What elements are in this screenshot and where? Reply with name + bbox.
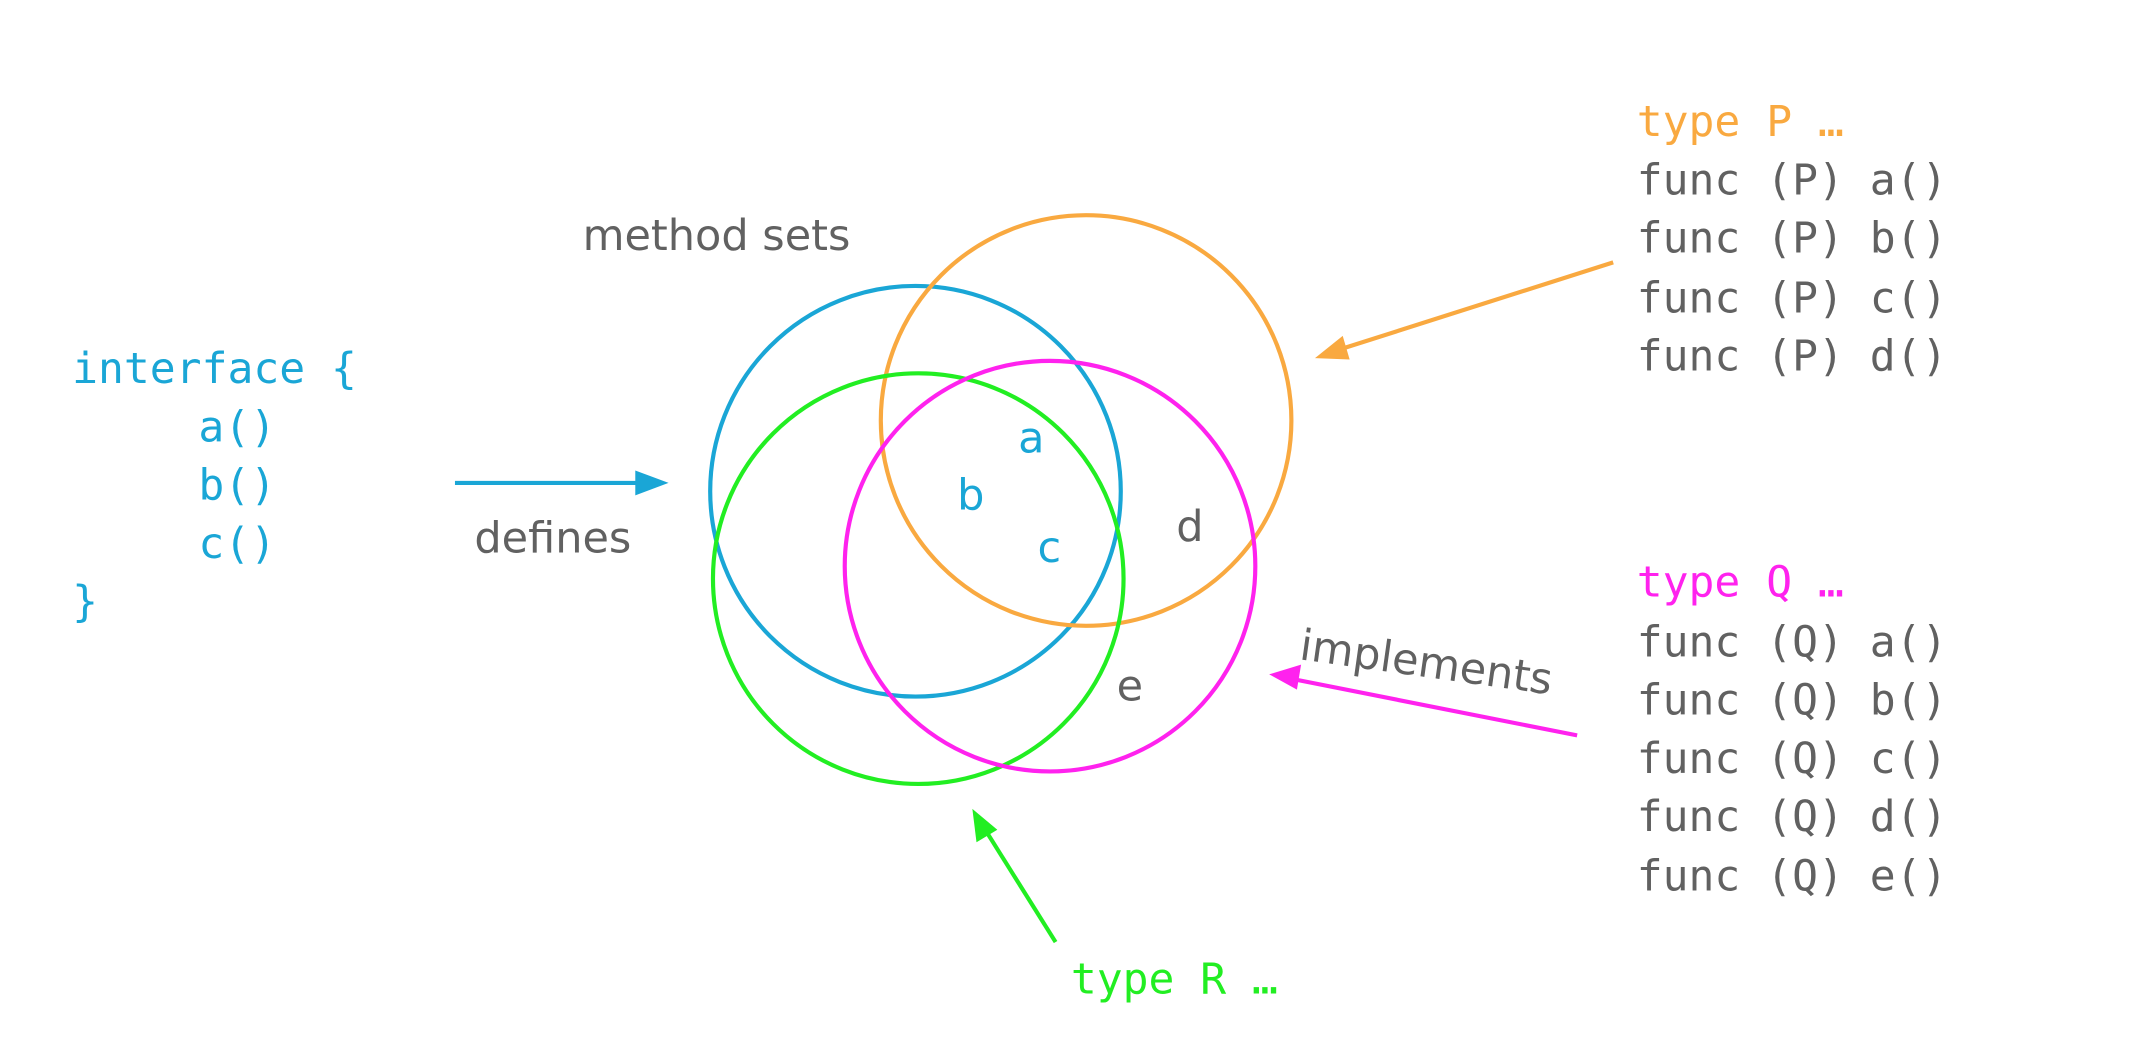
type-p-method-c: func (P) c() (1637, 273, 1948, 323)
type-p-method-a: func (P) a() (1637, 155, 1948, 205)
interface-method-a: a() (198, 402, 276, 452)
diagram-title: method sets (583, 211, 851, 261)
set-label-e: e (1117, 662, 1143, 712)
type-p-header: type P … (1637, 97, 1844, 147)
type-q-method-e: func (Q) e() (1637, 852, 1948, 902)
interface-method-b: b() (198, 461, 276, 511)
type-q-method-a: func (Q) a() (1637, 617, 1948, 667)
interface-method-set-circle (708, 283, 1123, 699)
type-r-header: type R … (1071, 954, 1278, 1004)
interface-method-c: c() (198, 519, 276, 569)
type-r-arrow (972, 808, 1058, 944)
defines-label: defines (474, 513, 631, 563)
set-label-d: d (1176, 502, 1203, 552)
set-label-a: a (1018, 413, 1044, 463)
type-q-header: type Q … (1637, 558, 1844, 608)
defines-arrow (454, 470, 669, 496)
interface-close-brace: } (72, 577, 98, 627)
type-p-block: type P … func (P) a() func (P) b() func … (1637, 97, 1948, 381)
set-label-c: c (1038, 523, 1062, 573)
type-p-method-b: func (P) b() (1637, 214, 1948, 264)
set-label-b: b (957, 470, 984, 520)
type-q-method-b: func (Q) b() (1637, 676, 1948, 726)
type-r-method-set-circle (710, 371, 1126, 787)
type-p-method-d: func (P) d() (1637, 332, 1948, 382)
type-q-method-set-circle (842, 358, 1258, 774)
type-p-arrow (1314, 260, 1614, 360)
type-q-method-d: func (Q) d() (1637, 792, 1948, 842)
type-q-block: type Q … func (Q) a() func (Q) b() func … (1637, 558, 1948, 902)
interface-block: interface { a() b() c() } (72, 344, 357, 627)
interface-open-line: interface { (72, 344, 357, 394)
type-q-arrow (1269, 664, 1578, 738)
type-q-method-c: func (Q) c() (1637, 734, 1948, 784)
implements-label: implements (1297, 620, 1556, 705)
type-p-method-set-circle (878, 213, 1294, 628)
